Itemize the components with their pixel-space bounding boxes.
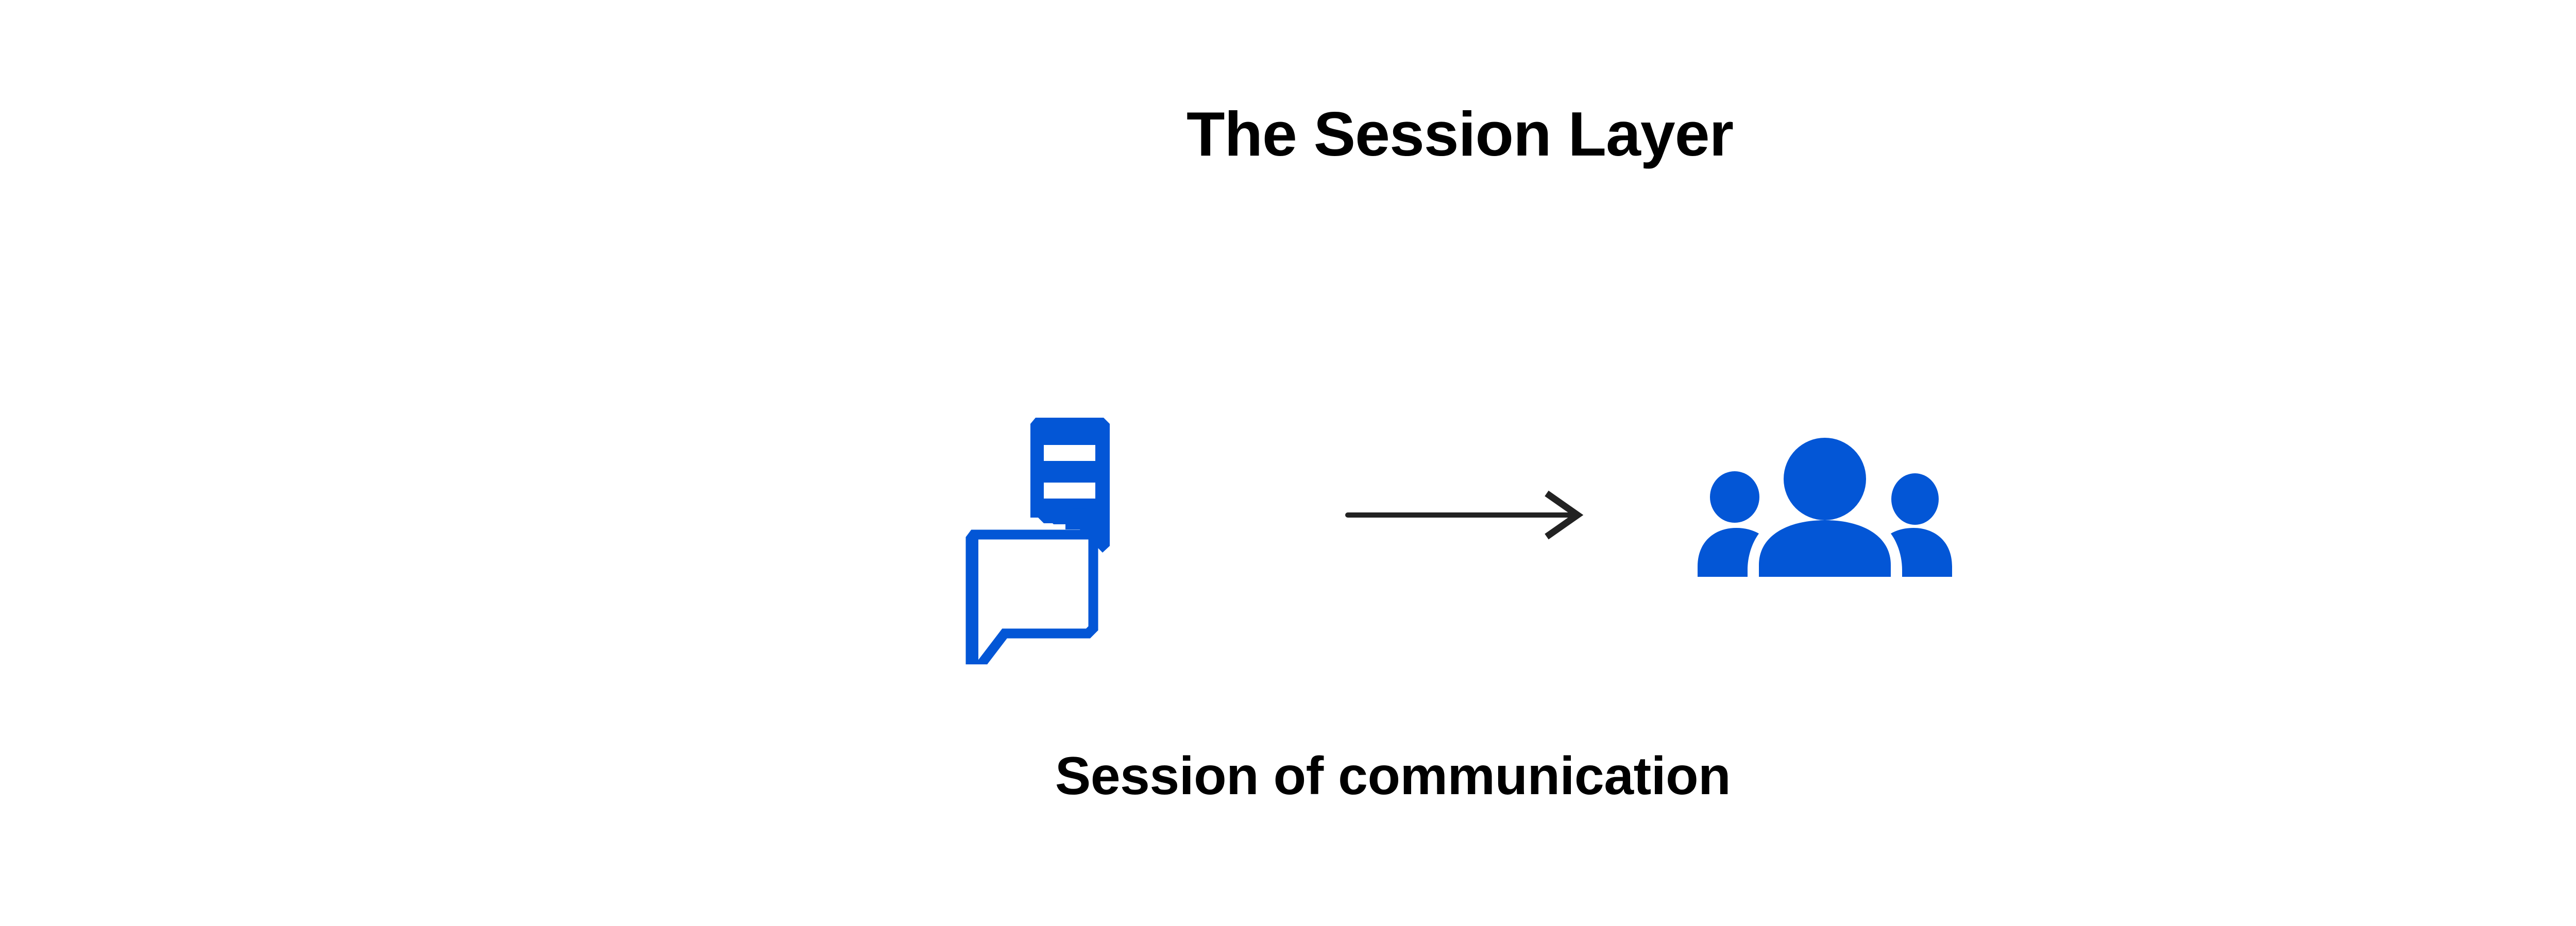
- chat-bubbles-icon: [948, 407, 1190, 664]
- people-group-icon: [1696, 435, 1954, 585]
- figure-caption: Session of communication: [1055, 746, 1731, 806]
- page-title: The Session Layer: [1186, 99, 1734, 169]
- right-arrow-icon: [1345, 484, 1592, 546]
- figure-stage: [948, 407, 1958, 664]
